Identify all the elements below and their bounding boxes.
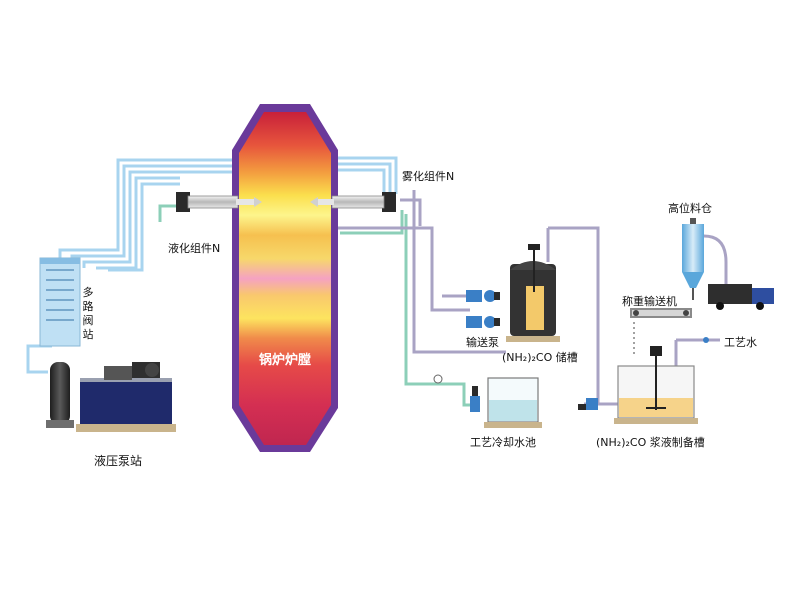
- label-weigh-conveyor: 称重输送机: [622, 295, 677, 308]
- truck: [708, 284, 774, 310]
- label-atomizer-assembly: 雾化组件N: [402, 170, 455, 183]
- label-process-water: 工艺水: [724, 336, 757, 349]
- label-transfer-pump: 输送泵: [466, 336, 499, 349]
- hydraulic-pump-station: [46, 362, 176, 432]
- high-silo: [682, 218, 728, 300]
- urea-storage-tank: [506, 226, 560, 342]
- transfer-pumps: [466, 290, 500, 328]
- label-multi-valve-station-text: 多路阀站: [82, 286, 94, 341]
- left-lance: [176, 192, 262, 212]
- slurry-pump: [578, 398, 598, 410]
- boiler-furnace: [232, 104, 338, 452]
- label-multi-valve-station: 多路阀站: [82, 286, 94, 342]
- right-lance: [310, 192, 396, 212]
- slurry-tank: [614, 337, 709, 424]
- label-liquid-assembly: 液化组件N: [168, 242, 221, 255]
- multi-valve-station: [39, 257, 81, 347]
- label-hydraulic-pump-station: 液压泵站: [94, 454, 143, 468]
- cooling-pool: [433, 374, 542, 428]
- label-storage-tank: (NH₂)₂CO 储槽: [502, 351, 578, 364]
- label-slurry-tank: (NH₂)₂CO 浆液制备槽: [596, 436, 705, 449]
- weigh-conveyor: [630, 308, 692, 356]
- process-pipes: [338, 190, 720, 406]
- label-high-bin: 高位料仓: [668, 202, 712, 215]
- boiler-furnace-label: 锅炉炉膛: [259, 352, 311, 368]
- label-cooling-pool: 工艺冷却水池: [470, 436, 536, 449]
